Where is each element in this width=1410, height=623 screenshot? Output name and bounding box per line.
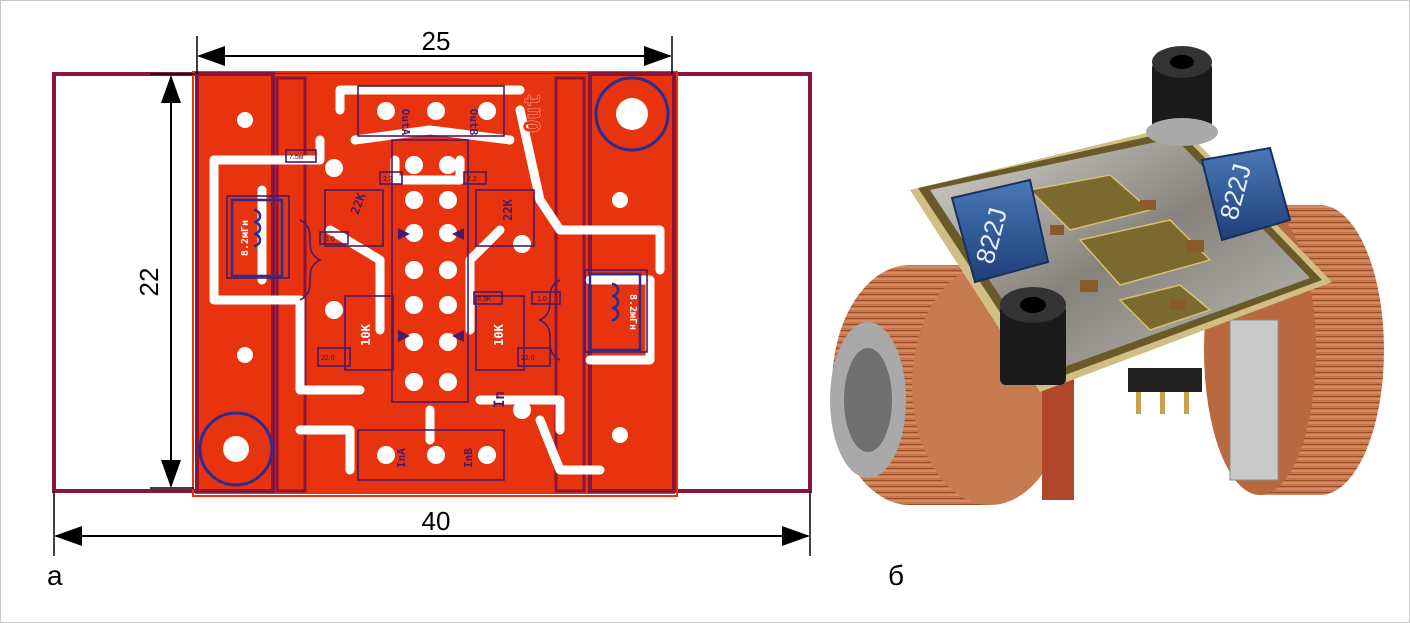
header-pins [1128, 368, 1202, 414]
dim-label-40: 40 [422, 506, 451, 536]
mount-hole-right [594, 76, 670, 152]
transistor-arrows [398, 228, 464, 342]
label-out: Out [521, 93, 546, 133]
smd-components [1050, 200, 1204, 310]
label-r-22-0-left: 22.0 [321, 355, 335, 362]
silkscreen-outlines [226, 85, 648, 481]
pads [223, 98, 648, 464]
standoff-bottom [1000, 287, 1066, 385]
label-r-2-2-left: 2.2 [383, 176, 393, 183]
label-r-3-3k: 3.3K [477, 296, 492, 303]
panel-label-b: б [888, 560, 904, 591]
inductor-symbols [230, 198, 642, 352]
label-r-22-0-right: 22.0 [521, 355, 535, 362]
dim-label-25: 25 [422, 26, 451, 56]
label-in-b: InB [462, 448, 475, 468]
mount-hole-left [198, 411, 274, 487]
label-pot-left-bottom: 10K [359, 323, 373, 345]
panel-label-a: а [47, 560, 63, 591]
smd-inductor-right: 822J [1200, 146, 1292, 242]
left-core-outline [195, 72, 275, 493]
dimension-lines [53, 36, 811, 556]
support-strip-right [1229, 319, 1279, 481]
label-inductor-right: 8.2мГн [627, 294, 638, 330]
isolation-gaps [209, 85, 665, 475]
smd-inductor-left: 822J [950, 178, 1050, 284]
pcb-traces-photo [1028, 174, 1212, 331]
label-in-a: InA [395, 448, 408, 468]
label-inductor-left: 8.2мГн [240, 220, 251, 256]
label-pot-right-top: 22K [501, 198, 515, 220]
label-in: In [492, 391, 508, 408]
pcb-drawing: Out In OutA OutB InA InB 8.2мГн 8.2мГн 2… [52, 71, 812, 497]
standoff-top [1146, 46, 1218, 146]
label-pot-right-bottom: 10K [492, 323, 506, 345]
assembled-module-photo: 822J 822J [830, 46, 1384, 505]
label-r-1-0-right: 1.0 [537, 296, 547, 303]
label-r-2-2-right: 2.2 [467, 176, 477, 183]
label-out-a: OutA [399, 109, 412, 136]
dim-label-22: 22 [134, 268, 164, 297]
label-r-1-0-left: 1.0 [325, 236, 335, 243]
label-r-7-5: 7.5м [289, 154, 304, 161]
label-out-b: OutB [467, 109, 480, 136]
